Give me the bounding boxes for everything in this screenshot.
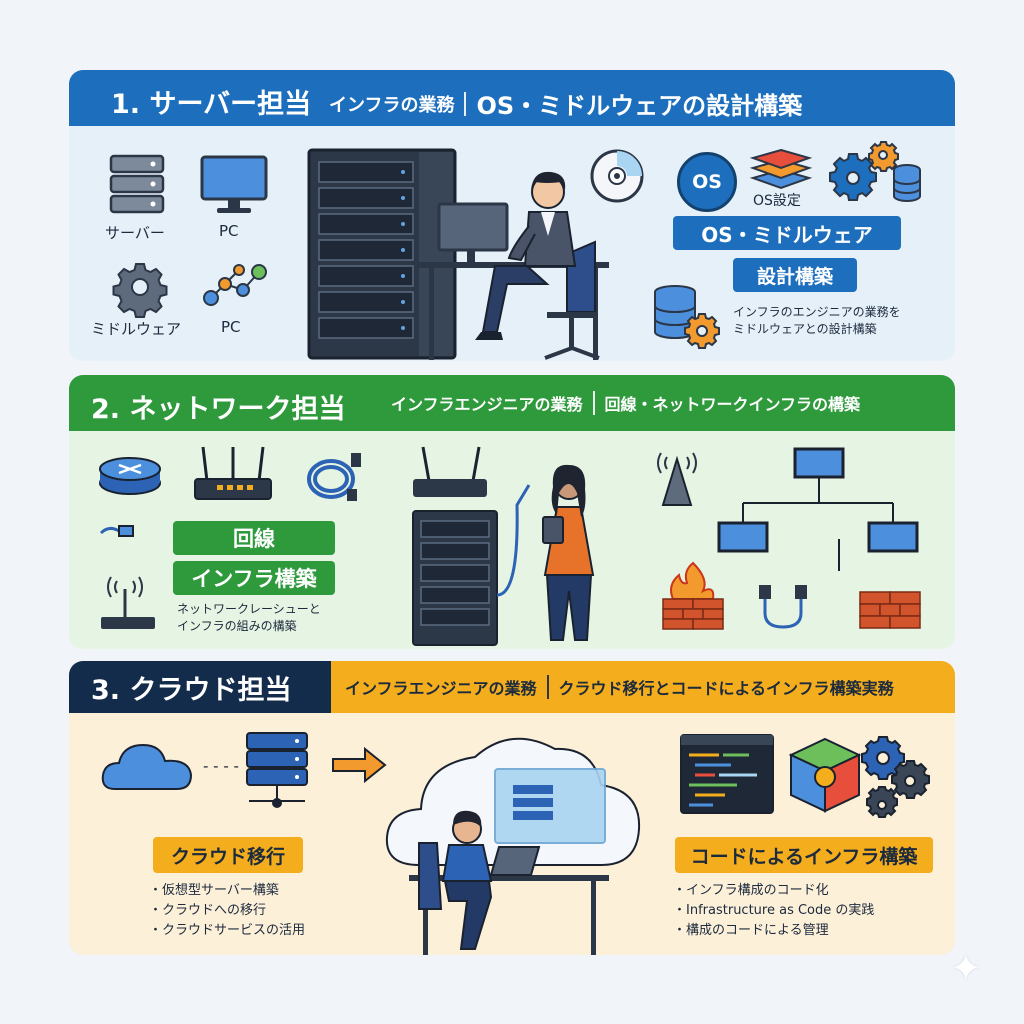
pc-label: PC	[219, 222, 239, 240]
dashed-connector: - - - -	[203, 757, 239, 775]
server-note-line2: ミドルウェアとの設計構築	[733, 322, 877, 336]
server-section-subtitle: インフラの業務 OS・ミドルウェアの設計構築	[329, 86, 802, 121]
cloud-section: 3. クラウド担当 インフラエンジニアの業務 クラウド移行とコードによるインフラ…	[69, 661, 955, 955]
network-note-line1: ネットワークレーシューと	[177, 602, 321, 616]
subtitle-separator	[546, 675, 549, 699]
server-stack-icon	[246, 732, 308, 808]
server-note-line1: インフラのエンジニアの業務を	[733, 305, 901, 319]
subtitle-separator	[592, 391, 595, 415]
cloud-migration-list: 仮想型サーバー構築 クラウドへの移行 クラウドサービスの活用	[149, 881, 305, 941]
list-item: クラウドサービスの活用	[149, 921, 305, 941]
cable-coil-icon	[307, 453, 361, 501]
iac-pill: コードによるインフラ構築	[675, 837, 933, 873]
cloud-section-header: 3. クラウド担当 インフラエンジニアの業務 クラウド移行とコードによるインフラ…	[69, 661, 955, 713]
network-topology-diagram	[717, 447, 919, 571]
server-label: サーバー	[105, 224, 165, 242]
cloud-subtitle-right: クラウド移行とコードによるインフラ構築実務	[558, 679, 894, 698]
wifi-router-icon	[194, 446, 272, 500]
cloud-subtitle-box: インフラエンジニアの業務 クラウド移行とコードによるインフラ構築実務	[331, 661, 955, 713]
list-item: Infrastructure as Code の実践	[673, 901, 874, 921]
server-section-header: 1. サーバー担当 インフラの業務 OS・ミドルウェアの設計構築	[69, 70, 955, 126]
list-item: クラウドへの移行	[149, 901, 305, 921]
layers-icon	[749, 148, 813, 190]
wifi-tower-icon	[657, 452, 697, 506]
sparkle-icon: ✦	[950, 946, 982, 990]
cube-icon	[788, 737, 862, 813]
server-engineer-illustration	[417, 171, 609, 360]
brick-wall-icon	[859, 591, 921, 629]
server-section: 1. サーバー担当 インフラの業務 OS・ミドルウェアの設計構築 サーバー PC…	[69, 70, 955, 361]
gears-database-icon	[829, 141, 921, 202]
list-item: 仮想型サーバー構築	[149, 881, 305, 901]
network-section: 2. ネットワーク担当 インフラエンジニアの業務 回線・ネットワークインフラの構…	[69, 375, 955, 649]
pc-label-2: PC	[221, 318, 241, 336]
server-section-title: 1. サーバー担当	[111, 89, 312, 120]
usb-cable-icon	[759, 585, 807, 629]
plug-icon	[99, 525, 134, 537]
network-note-line2: インフラの組みの構築	[177, 619, 297, 633]
design-build-pill: 設計構築	[733, 258, 857, 292]
gears-icon	[861, 736, 930, 818]
network-subtitle-left: インフラエンジニアの業務	[391, 395, 583, 414]
monitor-icon	[200, 155, 268, 213]
infra-build-pill: インフラ構築	[173, 561, 335, 595]
network-nodes-icon	[203, 264, 267, 306]
iac-list: インフラ構成のコード化 Infrastructure as Code の実践 構…	[673, 881, 874, 941]
cloud-subtitle-left: インフラエンジニアの業務	[345, 679, 537, 698]
network-engineer-illustration	[412, 446, 595, 646]
server-rack-illustration	[307, 148, 457, 360]
subtitle-separator	[464, 91, 467, 116]
os-settings-label: OS設定	[753, 193, 801, 209]
list-item: 構成のコードによる管理	[673, 921, 874, 941]
network-section-header: 2. ネットワーク担当 インフラエンジニアの業務 回線・ネットワークインフラの構…	[69, 375, 955, 431]
network-subtitle-right: 回線・ネットワークインフラの構築	[604, 395, 861, 414]
firewall-icon	[662, 561, 724, 630]
antenna-icon	[101, 576, 155, 629]
network-section-title: 2. ネットワーク担当	[91, 394, 346, 425]
code-editor-icon	[680, 734, 774, 814]
router-icon	[99, 457, 161, 495]
cloud-migration-pill: クラウド移行	[153, 837, 303, 873]
middleware-label: ミドルウェア	[91, 320, 182, 338]
list-item: インフラ構成のコード化	[673, 881, 874, 901]
cloud-section-title: 3. クラウド担当	[91, 674, 292, 706]
cloud-title-box: 3. クラウド担当	[69, 661, 331, 713]
os-middleware-pill: OS・ミドルウェア	[673, 216, 901, 250]
database-gear-icon	[654, 285, 720, 349]
server-subtitle-left: インフラの業務	[329, 94, 455, 116]
os-badge-icon: OS	[677, 152, 737, 212]
line-pill: 回線	[173, 521, 335, 555]
arrow-right-icon	[332, 746, 387, 784]
server-subtitle-right: OS・ミドルウェアの設計構築	[476, 92, 803, 120]
network-section-subtitle: インフラエンジニアの業務 回線・ネットワークインフラの構築	[391, 391, 860, 415]
cd-disc-icon	[590, 149, 644, 203]
cloud-engineer-illustration	[385, 737, 641, 955]
gear-icon	[112, 263, 168, 318]
server-icon	[109, 154, 165, 214]
cloud-icon	[101, 743, 193, 790]
